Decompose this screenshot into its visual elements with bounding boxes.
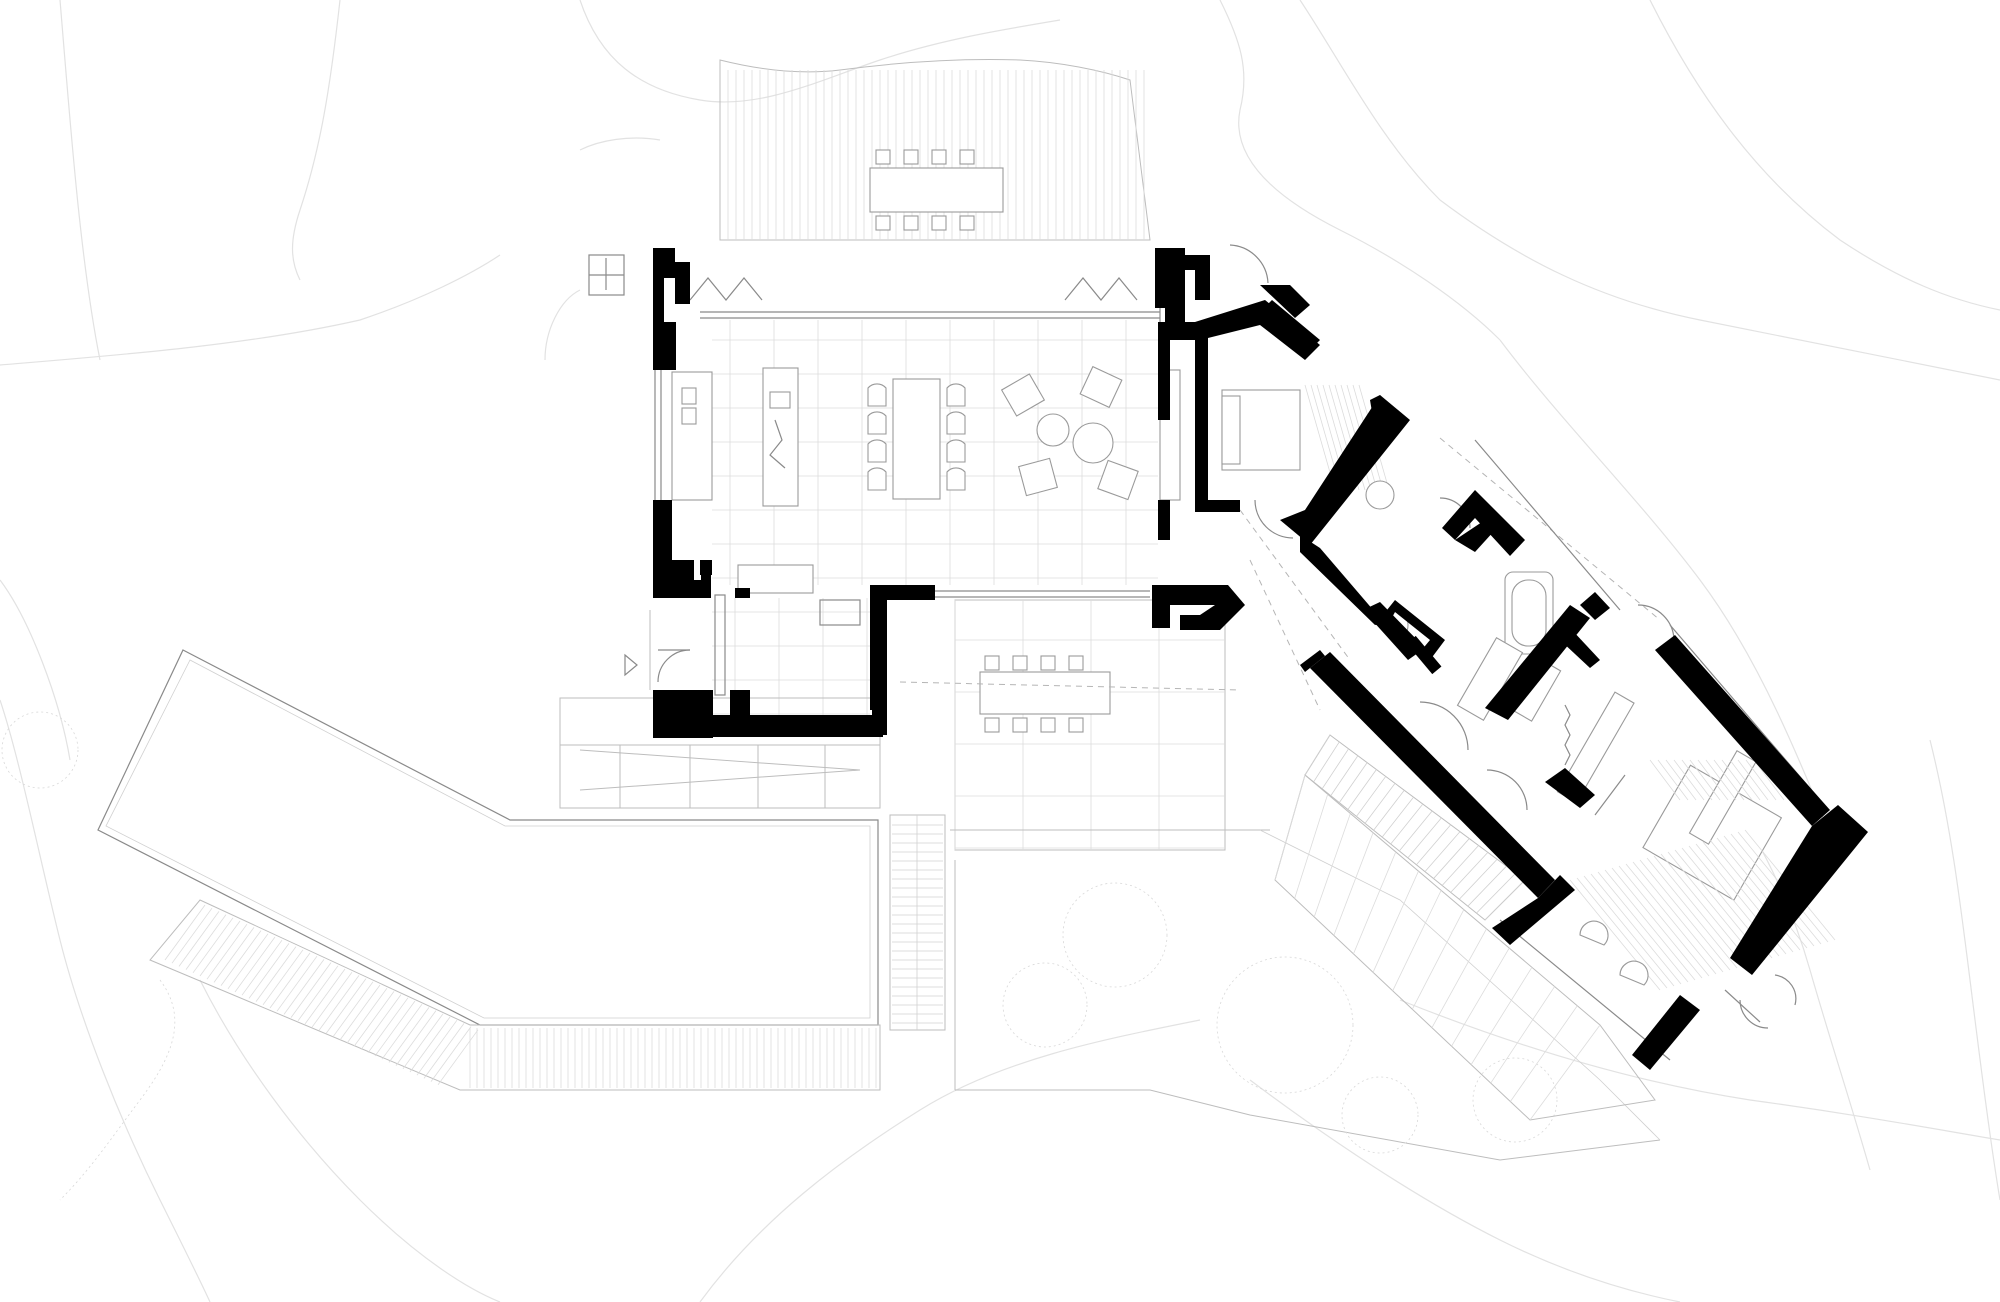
west-step [588, 254, 625, 296]
wing-stair [1304, 734, 1526, 921]
south-steps [559, 697, 881, 809]
entry-walls [700, 560, 712, 575]
north-dining-table [869, 149, 1004, 231]
living-dining-kitchen [654, 248, 1181, 598]
entry [624, 594, 870, 715]
garden-boundaries [950, 829, 1661, 1161]
pool-deck [149, 899, 881, 1091]
master-bed [1642, 750, 1785, 901]
wing-terrace [1274, 774, 1656, 1121]
garden-stair [889, 814, 946, 1031]
south-terrace [899, 599, 1241, 851]
walls[interactable] [653, 248, 1868, 1070]
shrubs [1, 711, 1558, 1201]
bedroom-wing [1221, 244, 1836, 1121]
lounge [1000, 365, 1139, 501]
dining-chairs [867, 383, 966, 491]
